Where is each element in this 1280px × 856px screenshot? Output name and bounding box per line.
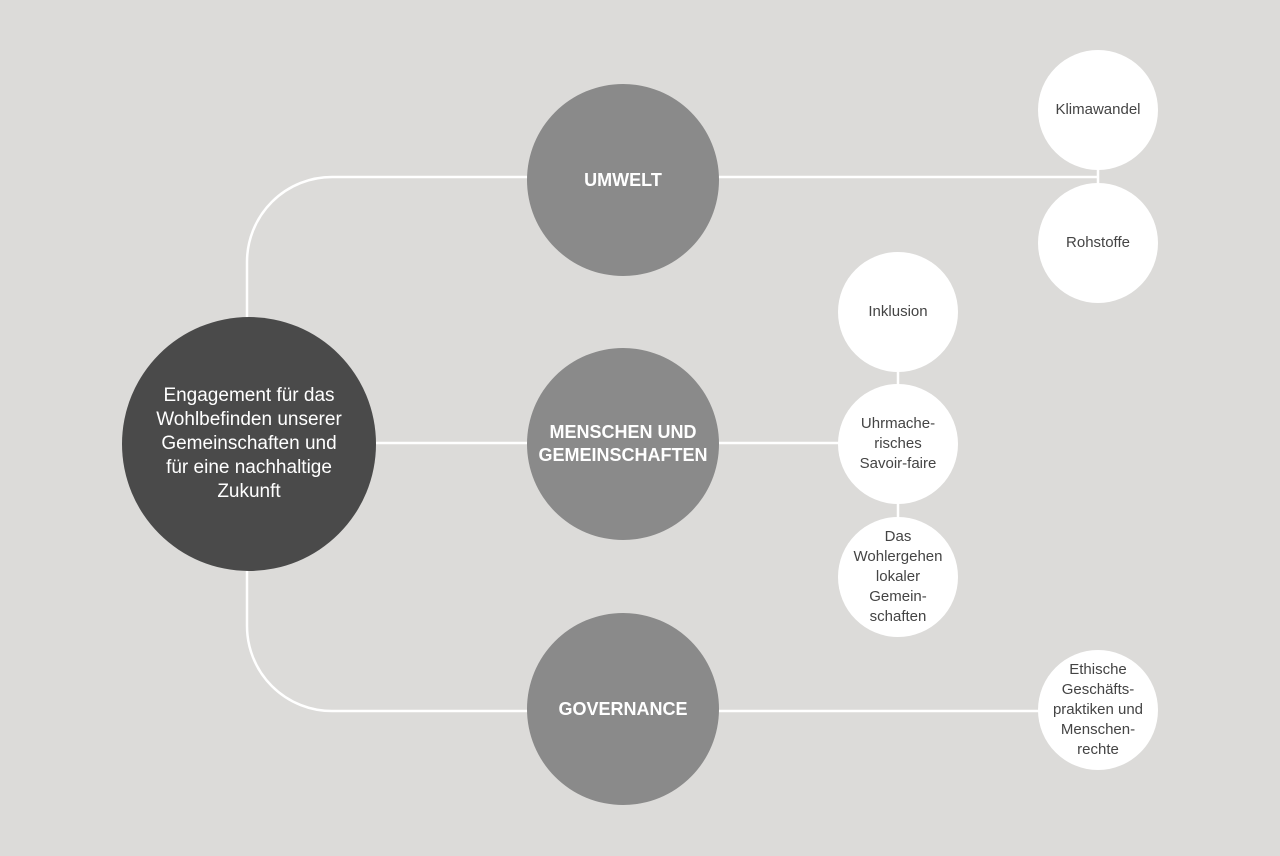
topic-label: Rohstoffe — [1066, 234, 1130, 251]
topic-klimawandel: Klimawandel — [1038, 50, 1158, 170]
topic-rohstoffe: Rohstoffe — [1038, 183, 1158, 303]
topic-label: Uhrmache-risches Savoir-faire — [859, 415, 937, 472]
topic-label: Klimawandel — [1055, 101, 1141, 118]
topic-label: Ethische Geschäfts-praktiken und Mensche… — [1052, 661, 1144, 758]
connector-umwelt-topics — [716, 165, 1100, 190]
topic-label: Inklusion — [868, 303, 928, 320]
category-menschen: MENSCHEN UND GEMEINSCHAFTEN — [527, 348, 719, 540]
category-label: UMWELT — [584, 169, 662, 190]
category-label: GOVERNANCE — [558, 698, 688, 719]
topic-label: Das Wohlergehen lokaler Gemein-schaften — [853, 528, 943, 625]
category-label: MENSCHEN UND GEMEINSCHAFTEN — [538, 422, 708, 465]
root-node: Engagement für das Wohlbefinden unserer … — [122, 317, 376, 571]
topic-inklusion: Inklusion — [838, 252, 958, 372]
connector-root-umwelt — [245, 175, 530, 317]
category-umwelt: UMWELT — [527, 84, 719, 276]
category-governance: GOVERNANCE — [527, 613, 719, 805]
topic-wohlergehen: Das Wohlergehen lokaler Gemein-schaften — [838, 517, 958, 637]
root-label: Engagement für das Wohlbefinden unserer … — [156, 385, 342, 502]
topic-savoir-faire: Uhrmache-risches Savoir-faire — [838, 384, 958, 504]
topic-ethische-geschaeftspraktiken: Ethische Geschäfts-praktiken und Mensche… — [1038, 650, 1158, 770]
connector-root-governance — [245, 571, 530, 713]
